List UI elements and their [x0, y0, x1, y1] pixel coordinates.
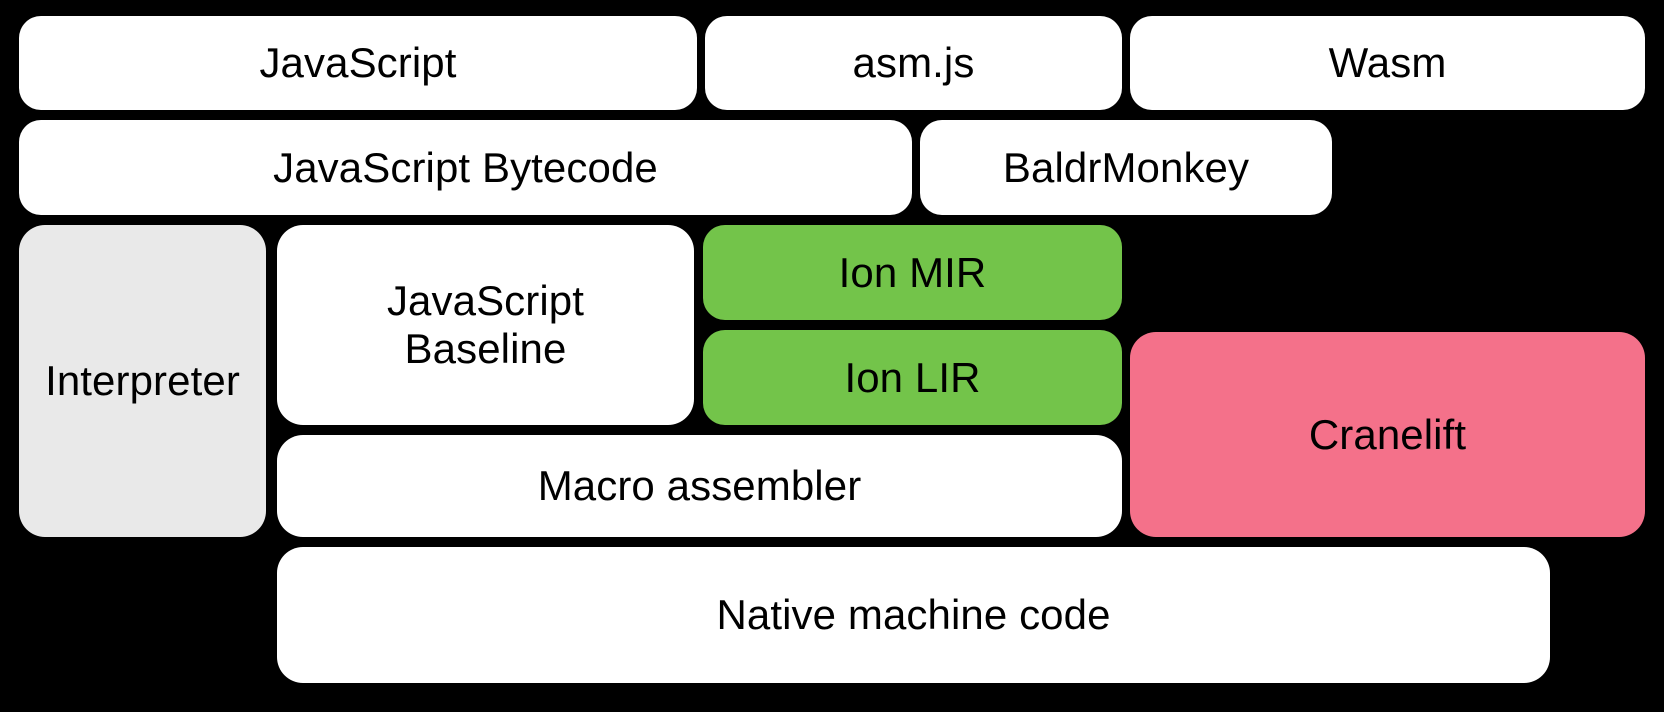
diagram-box-ion-lir: Ion LIR	[703, 330, 1122, 425]
diagram-box-javascript-baseline: JavaScript Baseline	[277, 225, 694, 425]
diagram-box-asmjs: asm.js	[705, 16, 1122, 110]
diagram-box-cranelift: Cranelift	[1130, 332, 1645, 537]
diagram-box-label: Wasm	[1328, 39, 1447, 87]
diagram-box-label: Interpreter	[45, 357, 240, 405]
diagram-box-baldrmonkey: BaldrMonkey	[920, 120, 1332, 215]
diagram-box-macro-assembler: Macro assembler	[277, 435, 1122, 537]
diagram-box-javascript: JavaScript	[19, 16, 697, 110]
diagram-box-label: asm.js	[852, 39, 975, 87]
diagram-box-label: BaldrMonkey	[1002, 143, 1250, 191]
diagram-box-label: JavaScript Baseline	[386, 277, 585, 372]
diagram-box-label: JavaScript Bytecode	[273, 143, 658, 191]
diagram-box-javascript-bytecode: JavaScript Bytecode	[19, 120, 912, 215]
diagram-box-label: Ion MIR	[838, 248, 987, 296]
diagram-box-label: Macro assembler	[537, 462, 862, 510]
diagram-box-interpreter: Interpreter	[19, 225, 266, 537]
diagram-box-label: Native machine code	[716, 591, 1111, 639]
diagram-box-native-machine-code: Native machine code	[277, 547, 1550, 683]
diagram-box-label: Cranelift	[1308, 410, 1467, 458]
diagram-box-ion-mir: Ion MIR	[703, 225, 1122, 320]
diagram-box-wasm: Wasm	[1130, 16, 1645, 110]
diagram-box-label: JavaScript	[259, 39, 457, 87]
diagram-box-label: Ion LIR	[844, 353, 981, 401]
